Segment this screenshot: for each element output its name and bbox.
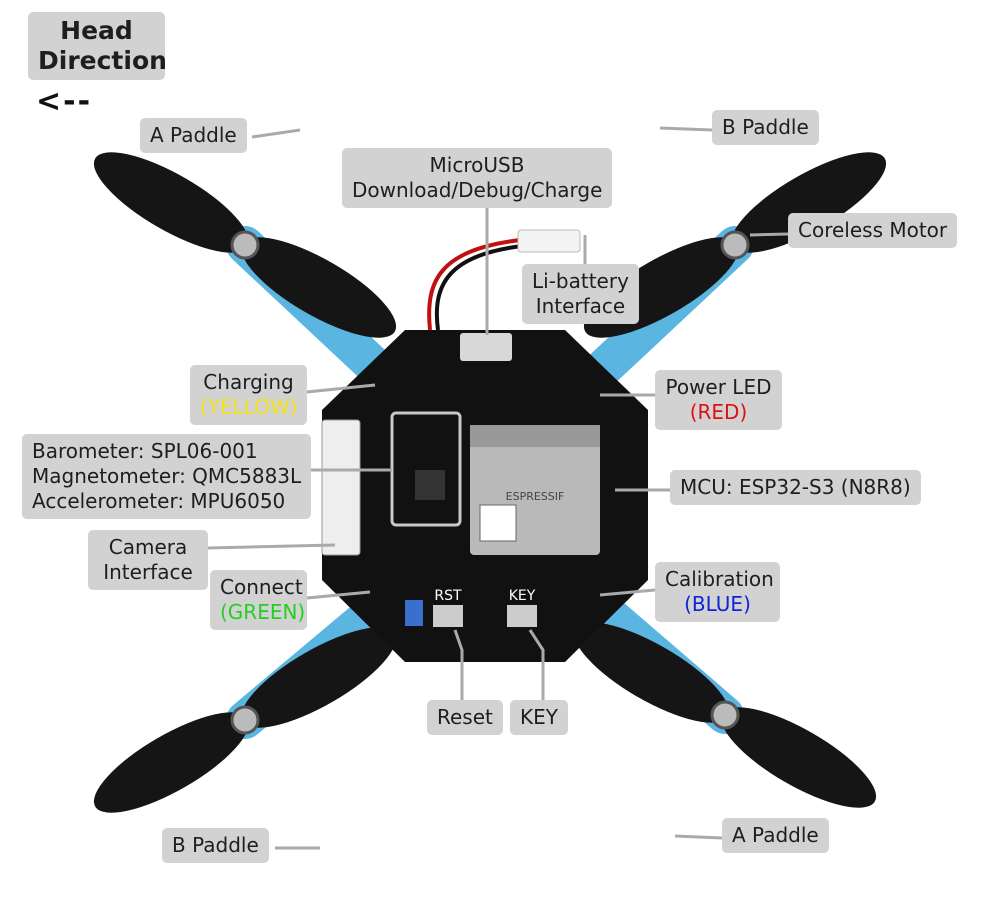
battery-wire-red (427, 238, 521, 331)
reset-label: Reset (427, 700, 503, 735)
calibration-label: Calibration (BLUE) (655, 562, 780, 622)
connect-text: Connect (220, 575, 303, 599)
a-paddle-top-label: A Paddle (140, 118, 247, 153)
imu-chip (415, 470, 445, 500)
power-led-label: Power LED (RED) (655, 370, 782, 430)
leader-lines (207, 126, 789, 850)
motor-hubs (230, 230, 750, 735)
b-paddle-top-label: B Paddle (712, 110, 819, 145)
microusb-port (460, 333, 512, 361)
propeller-a-top-left (93, 152, 397, 338)
rst-silkscreen: RST (434, 588, 462, 604)
a-paddle-bottom-label: A Paddle (722, 818, 829, 853)
qr-code (479, 504, 517, 542)
li-battery-line1: Li-battery (532, 269, 629, 293)
battery-wire-black (434, 244, 523, 331)
propeller-a-bottom-right (573, 622, 877, 808)
accelerometer-text: Accelerometer: MPU6050 (32, 489, 286, 513)
connect-label: Connect (GREEN) (210, 570, 307, 630)
charging-text: Charging (203, 370, 294, 394)
li-battery-line2: Interface (535, 294, 626, 318)
key-button (507, 605, 537, 627)
battery-connector (517, 229, 581, 253)
charging-color: (YELLOW) (200, 395, 298, 419)
camera-line1: Camera (108, 535, 188, 559)
mcu-label: MCU: ESP32-S3 (N8R8) (670, 470, 921, 505)
coreless-motor-label: Coreless Motor (788, 213, 958, 248)
blue-component (405, 600, 423, 626)
head-direction-label: Head Direction (28, 12, 167, 80)
camera-line2: Interface (103, 560, 193, 584)
sensors-label: Barometer: SPL06-001 Magnetometer: QMC58… (22, 434, 312, 519)
direction-arrow-icon: <-- (36, 84, 93, 119)
module-text: ESPRESSIF (506, 490, 565, 503)
propeller-b-bottom-left (93, 627, 397, 813)
microusb-line2: Download/Debug/Charge (352, 178, 603, 202)
b-paddle-bottom-label: B Paddle (162, 828, 269, 863)
camera-connector (321, 419, 361, 556)
barometer-text: Barometer: SPL06-001 (32, 439, 258, 463)
power-led-text: Power LED (665, 375, 772, 399)
calibration-text: Calibration (665, 567, 774, 591)
magnetometer-text: Magnetometer: QMC5883L (32, 464, 302, 488)
rst-button (433, 605, 463, 627)
power-led-color: (RED) (689, 400, 748, 424)
li-battery-label: Li-battery Interface (522, 264, 639, 324)
microusb-line1: MicroUSB (429, 153, 525, 177)
key-silkscreen: KEY (509, 588, 536, 604)
head-line1: Head (60, 16, 133, 45)
head-line2: Direction (38, 46, 167, 75)
camera-interface-label: Camera Interface (88, 530, 208, 590)
microusb-label: MicroUSB Download/Debug/Charge (342, 148, 612, 208)
key-label: KEY (510, 700, 568, 735)
connect-color: (GREEN) (220, 600, 306, 624)
calibration-color: (BLUE) (684, 592, 751, 616)
charging-label: Charging (YELLOW) (190, 365, 307, 425)
